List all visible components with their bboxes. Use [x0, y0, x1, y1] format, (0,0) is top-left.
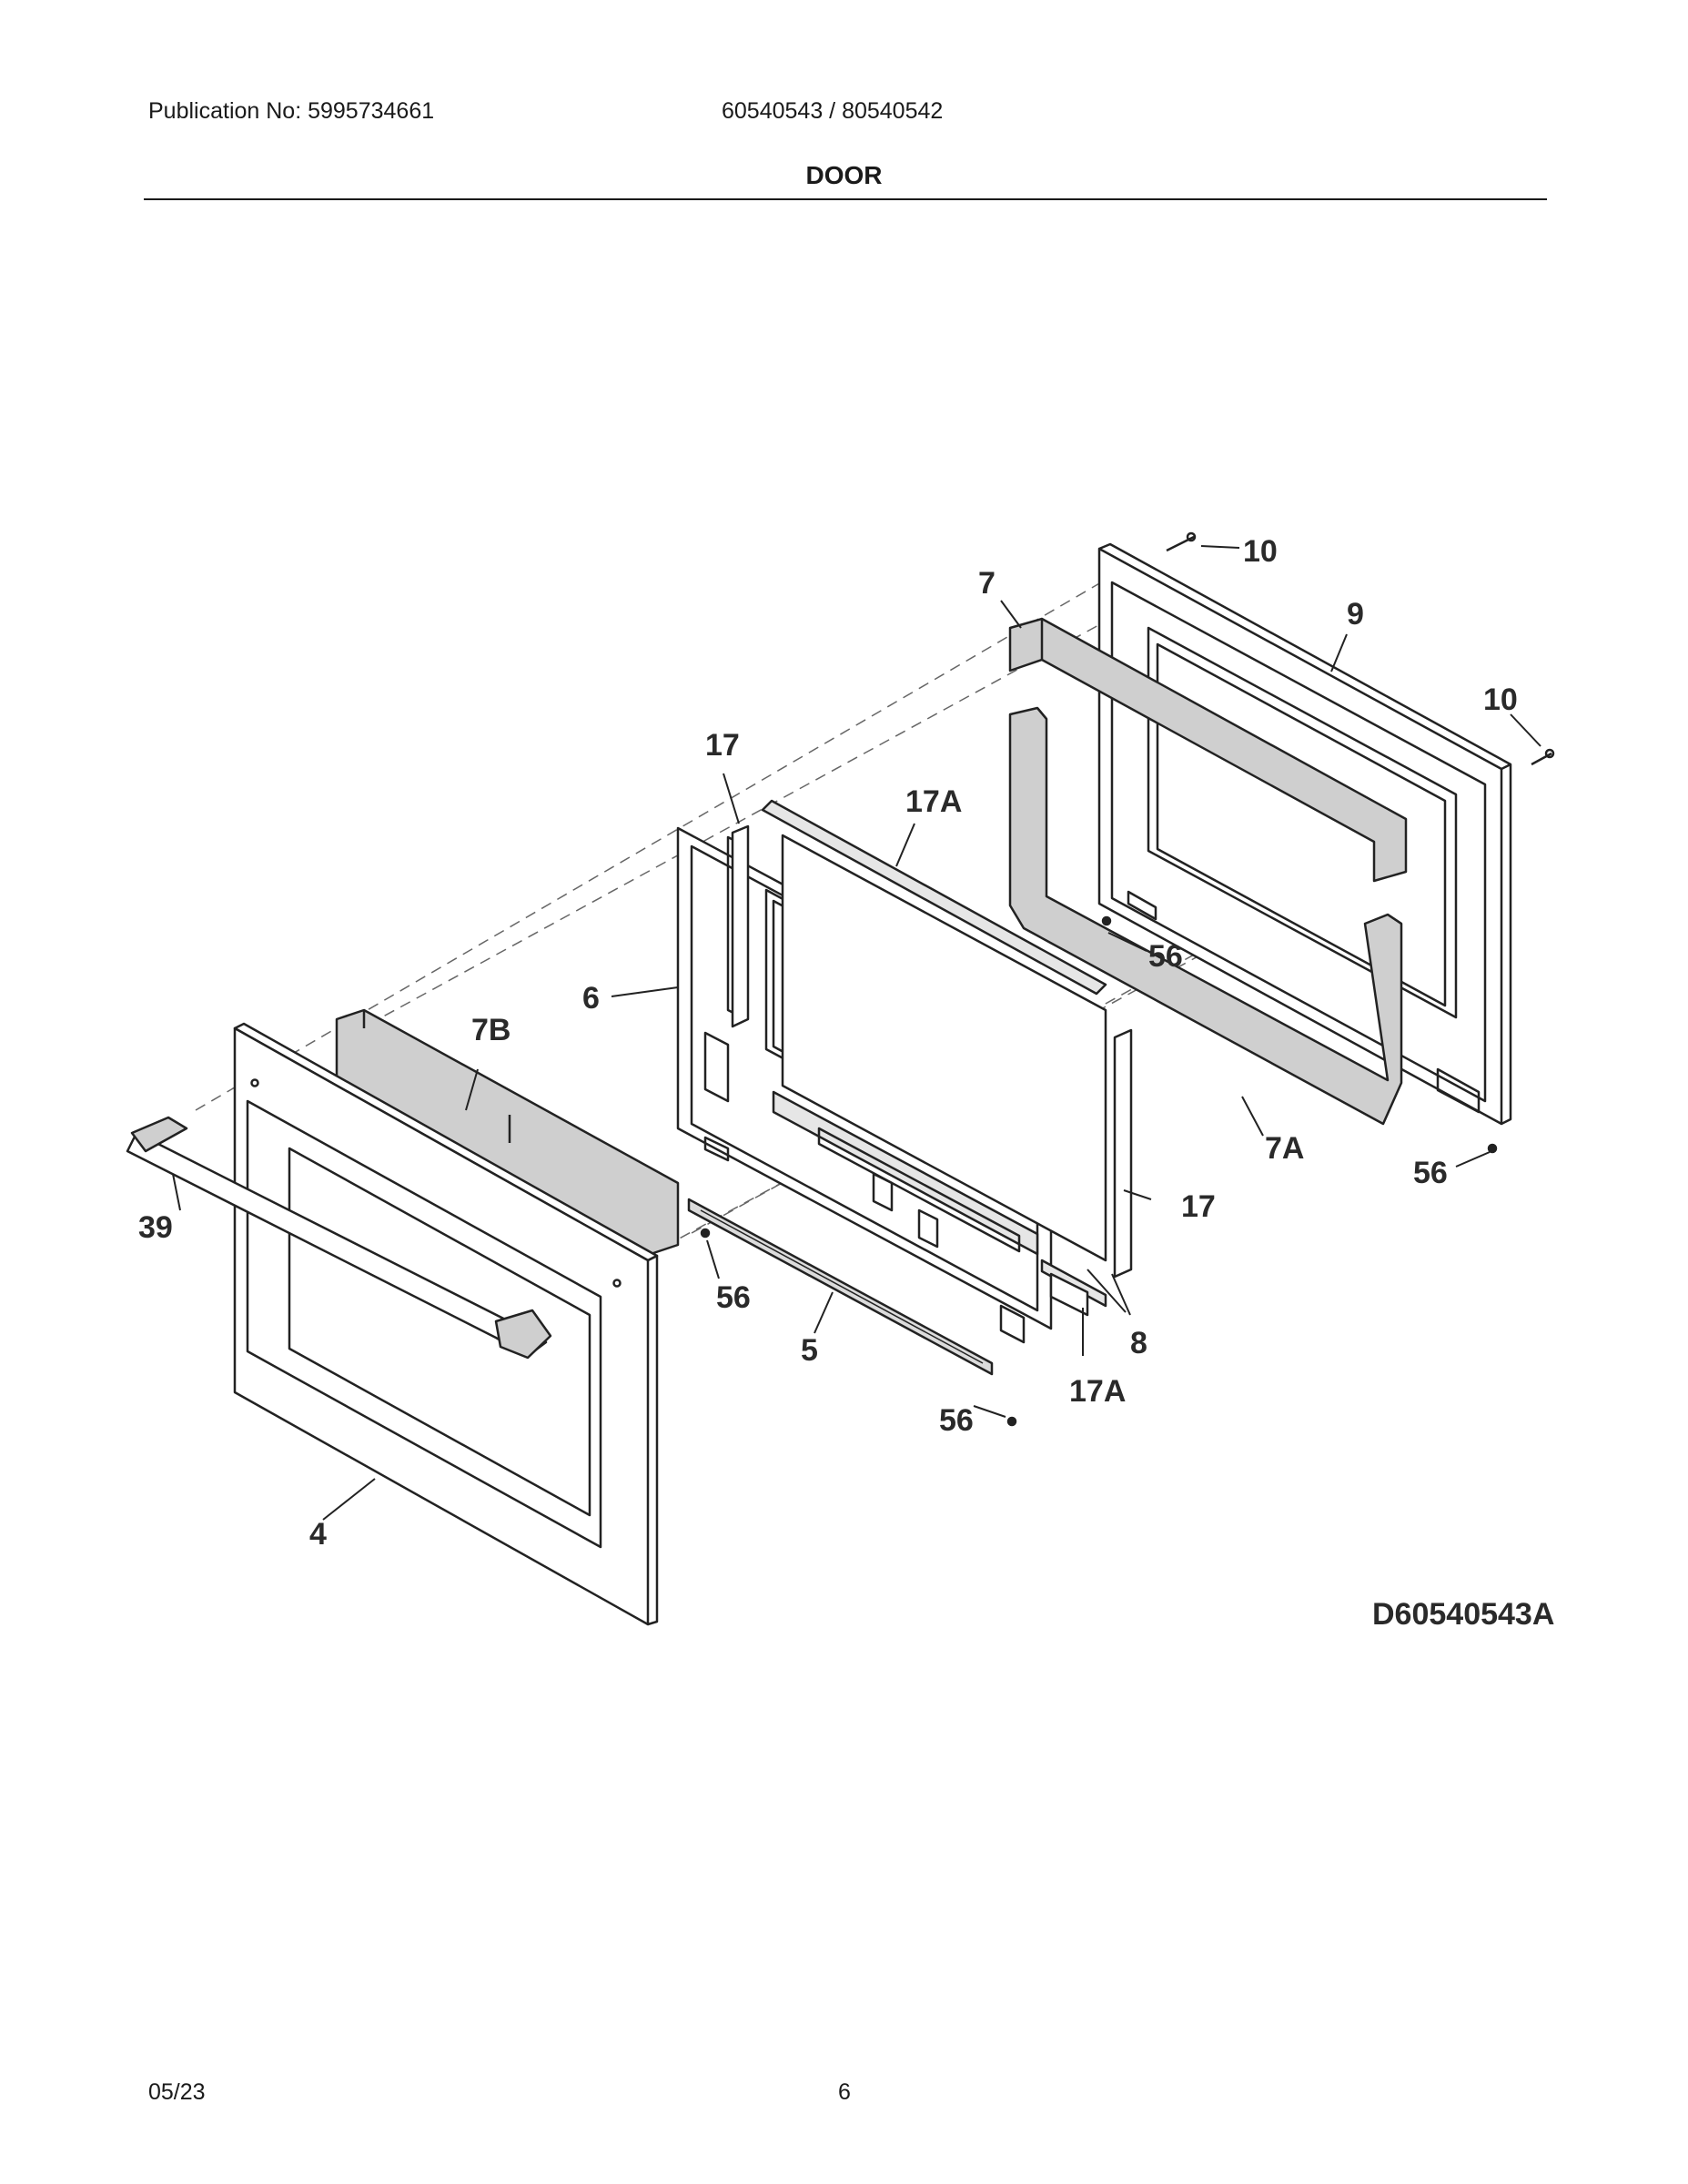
page-number: 6 — [838, 2079, 851, 2105]
callout-56-right: 56 — [1413, 1156, 1448, 1190]
part-7-top-gasket — [1008, 617, 1408, 883]
part-8-bottom-strips — [1040, 1259, 1107, 1317]
callout-10-right: 10 — [1483, 682, 1518, 717]
callout-56-upper: 56 — [1148, 939, 1183, 974]
callout-8: 8 — [1130, 1326, 1147, 1360]
part-17-left-channel — [731, 824, 750, 1028]
footer-date: 05/23 — [148, 2079, 206, 2105]
callout-7B: 7B — [471, 1013, 510, 1047]
part-17A-top-strip — [761, 799, 1107, 1262]
part-17-right-channel — [1113, 1028, 1133, 1279]
callout-4: 4 — [309, 1517, 327, 1552]
callout-56-bottom: 56 — [939, 1403, 974, 1438]
diagram-reference: D60540543A — [1372, 1597, 1555, 1632]
part-39-handle — [126, 1116, 552, 1360]
callout-17-top: 17 — [705, 728, 740, 763]
page-title: DOOR — [805, 161, 883, 189]
leader-lines — [172, 545, 1541, 1521]
publication-number: Publication No: 5995734661 — [148, 98, 435, 124]
callout-17A-top: 17A — [905, 784, 962, 819]
fasteners — [700, 531, 1555, 1427]
header-rule — [144, 198, 1547, 200]
part-7A-u-gasket — [1008, 706, 1403, 1126]
callout-6: 6 — [582, 981, 600, 1016]
callout-5: 5 — [801, 1333, 818, 1368]
callout-56-mid: 56 — [716, 1280, 751, 1315]
callout-7: 7 — [978, 566, 996, 601]
callout-17A-bottom: 17A — [1069, 1374, 1126, 1409]
model-numbers: 60540543 / 80540542 — [722, 98, 944, 124]
callout-39: 39 — [138, 1210, 173, 1245]
part-5-bottom-trim — [687, 1198, 994, 1376]
callout-9: 9 — [1347, 597, 1364, 632]
callout-10-top: 10 — [1243, 534, 1278, 569]
part-4-outer-door — [233, 1022, 659, 1626]
callout-17-right: 17 — [1181, 1189, 1216, 1224]
callout-7A: 7A — [1265, 1131, 1304, 1166]
